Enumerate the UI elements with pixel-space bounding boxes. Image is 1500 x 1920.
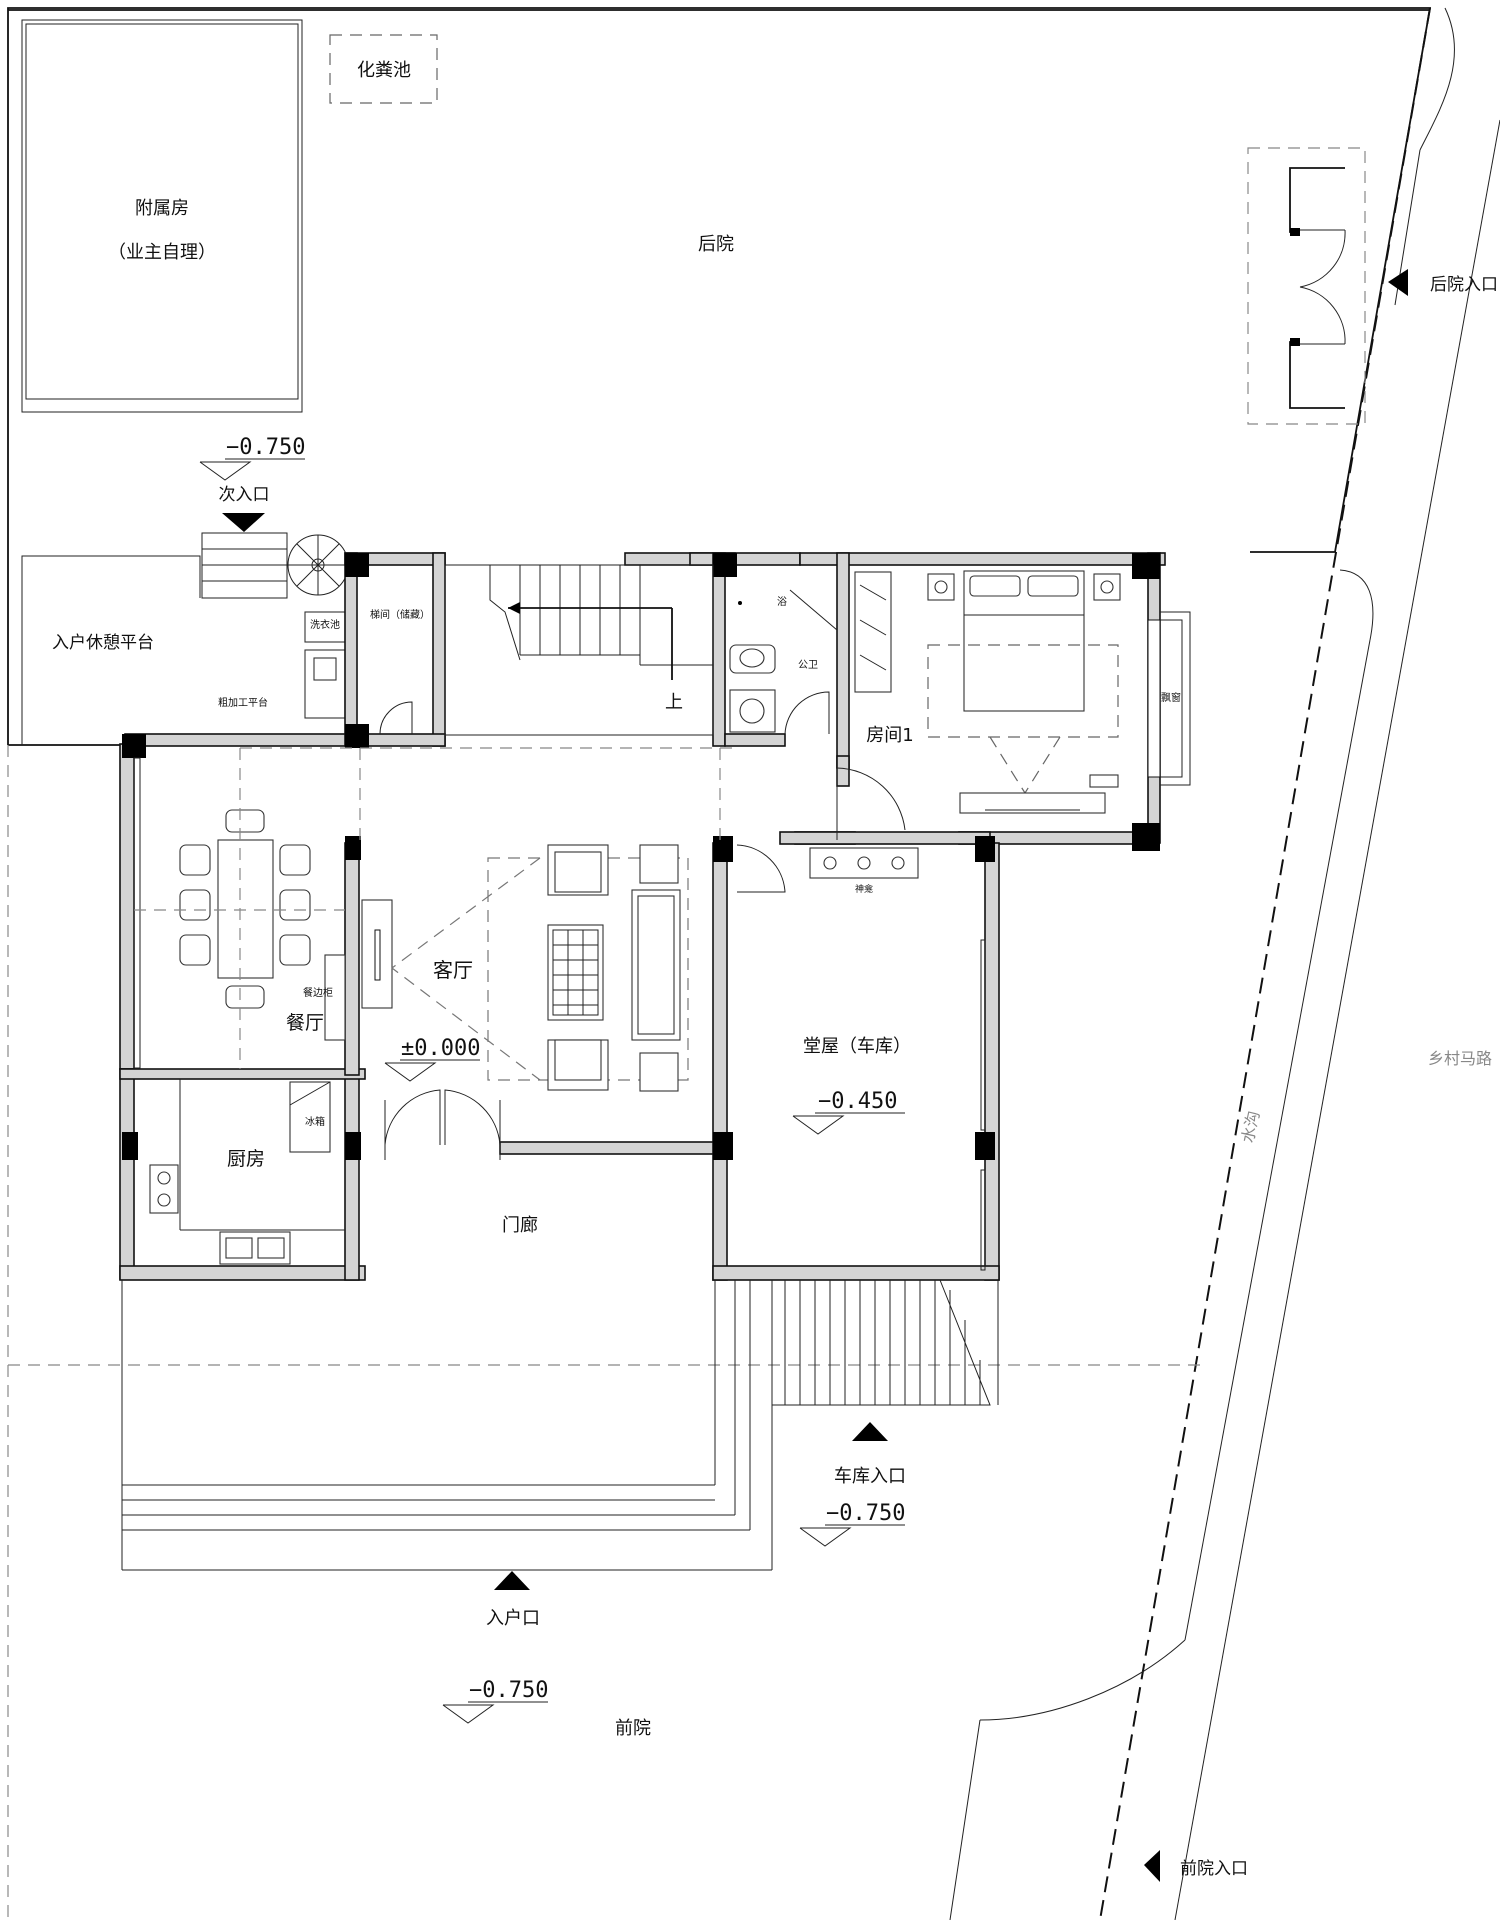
elev-main-hall-value: −0.450	[818, 1089, 897, 1114]
secondary-entry-steps	[201, 532, 349, 599]
label-septic-tank: 化粪池	[357, 60, 411, 81]
label-front-yard: 前院	[615, 1718, 651, 1739]
backyard-entry-arrow	[1388, 269, 1408, 296]
living-room	[361, 844, 689, 1160]
village-road	[949, 7, 1500, 1920]
dining-chairs	[179, 809, 311, 1009]
elev-living-room	[384, 1059, 480, 1082]
label-village-road: 乡村马路	[1428, 1049, 1492, 1068]
bathroom	[729, 589, 838, 735]
label-bay-window: 飘窗	[1161, 691, 1181, 704]
elev-front-entry-value: −0.750	[469, 1678, 548, 1703]
septic-tank	[329, 34, 438, 104]
front-entry-arrow	[494, 1571, 530, 1590]
site-boundary	[7, 7, 1432, 1920]
label-ditch: 水沟	[1238, 1109, 1263, 1144]
elev-secondary-entry-value: −0.750	[226, 435, 305, 460]
label-kitchen: 厨房	[227, 1148, 265, 1170]
coffee-table-lattice	[552, 929, 599, 1016]
garage-entry-arrow	[852, 1422, 888, 1441]
columns	[122, 553, 1160, 1160]
label-front-entry: 入户口	[486, 1608, 540, 1629]
labels: 附属房 （业主自理） 化粪池 后院 后院入口 −0.750 次入口 入户休憩平台…	[52, 60, 1498, 1879]
elev-garage-entry	[799, 1524, 905, 1547]
elev-main-hall	[792, 1112, 905, 1135]
axis-lines	[134, 747, 740, 1069]
label-sideboard: 餐边柜	[303, 986, 333, 999]
label-prep-counter: 粗加工平台	[218, 696, 268, 709]
label-living-room: 客厅	[433, 958, 473, 982]
label-porch: 门廊	[502, 1215, 538, 1236]
label-fridge: 冰箱	[305, 1115, 325, 1128]
entry-platform	[21, 555, 346, 745]
entry-markers	[222, 269, 1408, 1882]
porch-steps	[121, 1280, 773, 1571]
label-shrine: 神龛	[855, 883, 873, 895]
label-room1: 房间1	[866, 725, 913, 746]
dining-room	[133, 757, 346, 1069]
label-stair-up: 上	[665, 692, 683, 713]
shrine	[736, 844, 919, 893]
elev-living-room-value: ±0.000	[401, 1036, 480, 1061]
label-front-yard-entry: 前院入口	[1180, 1859, 1248, 1879]
label-entry-platform: 入户休憩平台	[52, 633, 154, 653]
kitchen	[149, 1079, 345, 1265]
elev-garage-entry-value: −0.750	[826, 1501, 905, 1526]
main-hall	[980, 939, 986, 1271]
label-annex-note: （业主自理）	[108, 242, 216, 263]
label-annex: 附属房	[135, 198, 189, 219]
label-backyard: 后院	[698, 234, 734, 255]
staircase	[379, 564, 714, 736]
label-garage-entry: 车库入口	[834, 1466, 906, 1487]
label-dining-room: 餐厅	[286, 1012, 324, 1034]
front-yard-entry-arrow	[1144, 1850, 1160, 1882]
label-public-wc: 公卫	[798, 660, 818, 671]
backyard-gate	[1247, 147, 1366, 425]
label-bath-shower: 浴	[777, 596, 787, 608]
room-1	[836, 570, 1191, 840]
label-backyard-entry: 后院入口	[1430, 275, 1498, 295]
label-wash-sink: 洗衣池	[310, 618, 340, 631]
elev-secondary-entry	[199, 458, 305, 481]
garage-ramp	[771, 1279, 999, 1406]
secondary-entry-arrow	[222, 513, 265, 532]
annex	[21, 19, 303, 413]
label-main-hall: 堂屋（车库）	[803, 1036, 911, 1057]
label-stair-storage: 梯间（储藏）	[370, 608, 430, 621]
elev-front-entry	[442, 1701, 548, 1724]
label-secondary-entry: 次入口	[219, 485, 270, 505]
walls	[119, 552, 1166, 1281]
elevation-markers	[199, 458, 905, 1724]
